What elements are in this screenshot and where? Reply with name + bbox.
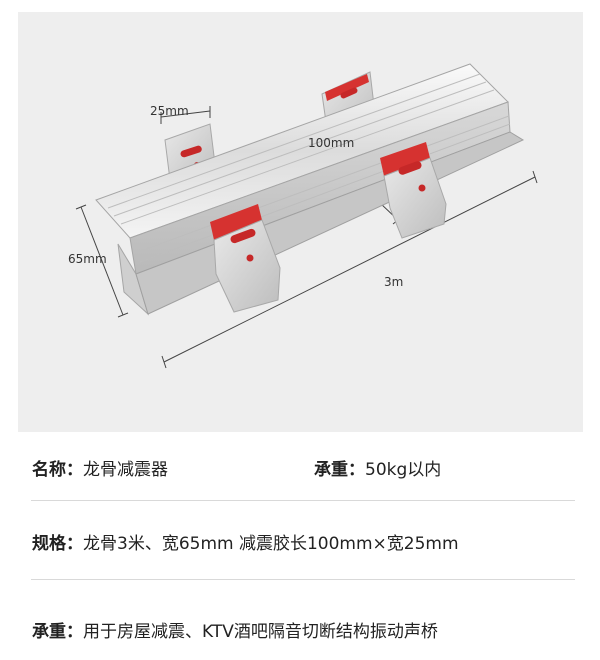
dimension-label-65mm: 65mm	[68, 252, 107, 266]
spec-name-value: 龙骨减震器	[83, 460, 168, 480]
spec-load-value: 50kg以内	[365, 460, 442, 480]
spec-usage-label: 承重：	[32, 622, 83, 642]
spec-usage: 承重：用于房屋减震、KTV酒吧隔音切断结构振动声桥	[32, 617, 438, 642]
keel-shock-absorber-illustration	[75, 63, 538, 369]
divider	[31, 500, 575, 501]
product-photo: 25mm 100mm 65mm 3m	[18, 12, 583, 432]
divider	[31, 579, 575, 580]
spec-size-label: 规格：	[32, 534, 83, 554]
spec-usage-value: 用于房屋减震、KTV酒吧隔音切断结构振动声桥	[83, 622, 438, 642]
bracket-front-right	[380, 142, 447, 239]
spec-load-label: 承重：	[314, 460, 365, 480]
spec-size: 规格：龙骨3米、宽65mm 减震胶长100mm×宽25mm	[32, 529, 459, 554]
spec-size-value: 龙骨3米、宽65mm 减震胶长100mm×宽25mm	[83, 534, 459, 554]
dimension-label-100mm: 100mm	[308, 136, 355, 150]
spec-name-label: 名称：	[32, 460, 83, 480]
dimension-label-25mm: 25mm	[150, 104, 189, 118]
spec-name: 名称：龙骨减震器	[32, 455, 168, 480]
spec-load: 承重：50kg以内	[314, 455, 441, 480]
dimension-label-3m: 3m	[384, 275, 404, 289]
keel-profile	[95, 63, 525, 316]
bracket-front-left	[210, 204, 281, 313]
